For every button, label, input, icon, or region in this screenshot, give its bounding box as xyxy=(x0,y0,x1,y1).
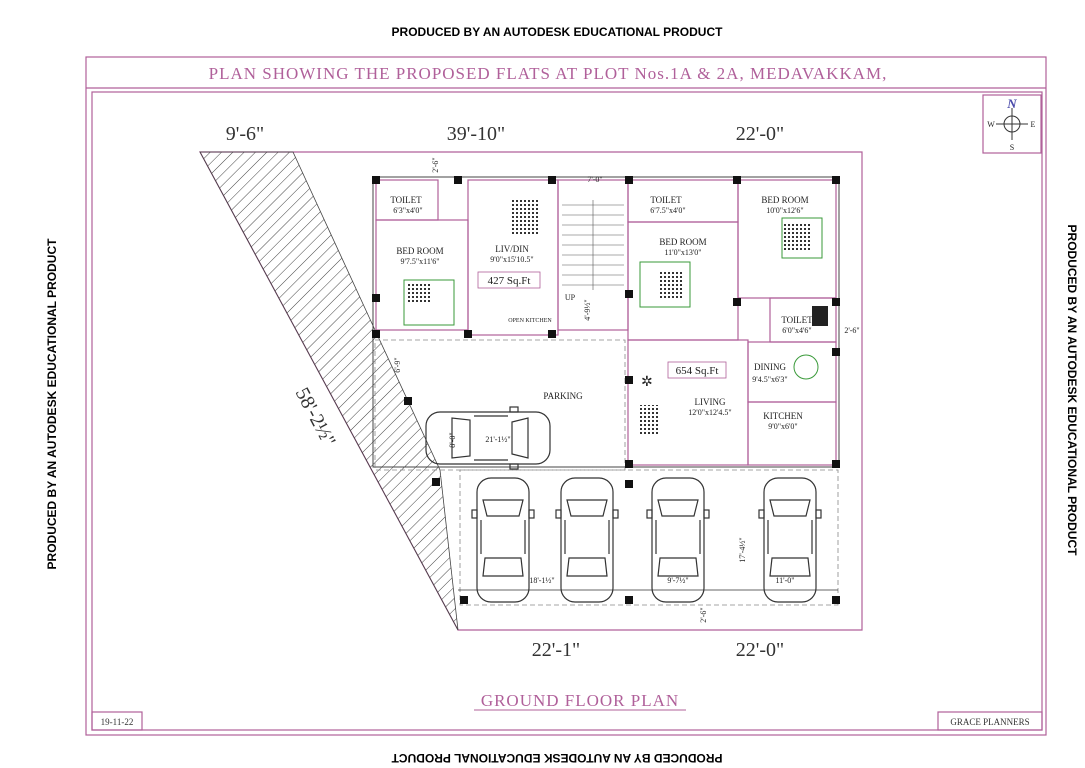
dim-top-left: 9'-6" xyxy=(226,123,264,145)
fan-icon: ✲ xyxy=(641,375,653,390)
wc-icon xyxy=(812,306,828,326)
dining-table-1 xyxy=(512,200,540,236)
dim-toilet-offset: 2'-6" xyxy=(431,157,440,172)
bed-2 xyxy=(639,261,691,308)
bed-1 xyxy=(403,279,455,326)
company-name: GRACE PLANNERS xyxy=(950,717,1029,727)
flat-1-area: 427 Sq.Ft xyxy=(488,275,531,287)
hatched-setback xyxy=(199,151,459,631)
parking-label: PARKING xyxy=(543,391,583,401)
toilet-3-label: TOILET xyxy=(781,315,813,325)
car-bays xyxy=(459,469,839,606)
toilet-3-size: 6'0"x4'6" xyxy=(782,326,811,335)
watermark-right: PRODUCED BY AN AUTODESK EDUCATIONAL PROD… xyxy=(1065,225,1079,557)
bedroom-3-label: BED ROOM xyxy=(761,195,808,205)
kitchen xyxy=(747,401,837,466)
stairs-up-label: UP xyxy=(565,293,576,302)
svg-text:W: W xyxy=(987,120,995,129)
dim-bay-2: 9'-7½" xyxy=(667,576,688,585)
car-bay-2 xyxy=(555,477,619,603)
columns xyxy=(372,176,840,604)
dim-bay-depth: 17'-4½" xyxy=(738,537,747,562)
bedroom-2-size: 11'0"x13'0" xyxy=(664,248,701,257)
dim-bottom-right: 22'-0" xyxy=(736,639,784,661)
kitchen-size: 9'0"x6'0" xyxy=(768,422,797,431)
svg-text:E: E xyxy=(1031,120,1036,129)
open-kitchen-label: OPEN KITCHEN xyxy=(508,318,552,324)
svg-text:N: N xyxy=(1006,96,1017,111)
toilet-2 xyxy=(627,179,739,223)
dim-stair-width: 7'-0" xyxy=(587,175,602,184)
dim-top-right: 22'-0" xyxy=(736,123,784,145)
building-outline xyxy=(372,176,840,468)
svg-text:S: S xyxy=(1010,143,1014,152)
bedroom-2-label: BED ROOM xyxy=(659,237,706,247)
toilet-1-size: 6'3"x4'0" xyxy=(393,206,422,215)
watermark-left: PRODUCED BY AN AUTODESK EDUCATIONAL PROD… xyxy=(45,238,59,570)
dining-room xyxy=(747,341,837,403)
watermark-bottom: PRODUCED BY AN AUTODESK EDUCATIONAL PROD… xyxy=(391,751,723,765)
ground-floor-plan-title: GROUND FLOOR PLAN xyxy=(481,691,679,710)
dining-table-2 xyxy=(793,354,819,380)
compass-icon: N S E W xyxy=(982,94,1042,154)
stair-steps xyxy=(562,200,624,290)
outer-border xyxy=(85,56,1047,736)
livdin-label: LIV/DIN xyxy=(495,244,529,254)
dim-bottom-left: 22'-1" xyxy=(532,639,580,661)
living-size: 12'0"x12'4.5" xyxy=(688,408,731,417)
watermark-top: PRODUCED BY AN AUTODESK EDUCATIONAL PROD… xyxy=(392,25,724,39)
dim-bay-3: 11'-0" xyxy=(775,576,794,585)
kitchen-label: KITCHEN xyxy=(763,411,803,421)
toilet-2-size: 6'7.5"x4'0" xyxy=(650,206,685,215)
toilet-2-label: TOILET xyxy=(650,195,682,205)
living-room xyxy=(627,339,749,466)
drawing-title: PLAN SHOWING THE PROPOSED FLATS AT PLOT … xyxy=(209,64,888,83)
bed-3 xyxy=(781,217,823,259)
dim-parking-vertical: 6'-9" xyxy=(393,357,402,372)
dim-bay-1: 18'-1½" xyxy=(529,576,554,585)
livdin-size: 9'0"x15'10.5" xyxy=(490,255,533,264)
drawing-date: 19-11-22 xyxy=(101,717,134,727)
dim-top-mid: 39'-10" xyxy=(447,123,505,145)
dim-bottom-offset: 2'-6" xyxy=(699,607,708,622)
bedroom-1-size: 9'7.5"x11'6" xyxy=(400,257,439,266)
dim-right-offset: 2'-6" xyxy=(844,326,859,335)
sofa-rug xyxy=(640,405,660,435)
inner-border xyxy=(91,91,1043,731)
dim-stair-height: 4'-9½" xyxy=(583,299,592,320)
bedroom-1-label: BED ROOM xyxy=(396,246,443,256)
bedroom-3-size: 10'0"x12'6" xyxy=(766,206,803,215)
toilet-1-label: TOILET xyxy=(390,195,422,205)
dining-size: 9'4.5"x6'3" xyxy=(752,375,787,384)
dim-car-length: 21'-1½" xyxy=(485,435,510,444)
car-bay-1 xyxy=(471,477,535,603)
flat-2-area: 654 Sq.Ft xyxy=(676,365,719,377)
dining-label: DINING xyxy=(754,362,786,372)
living-label: LIVING xyxy=(695,397,726,407)
